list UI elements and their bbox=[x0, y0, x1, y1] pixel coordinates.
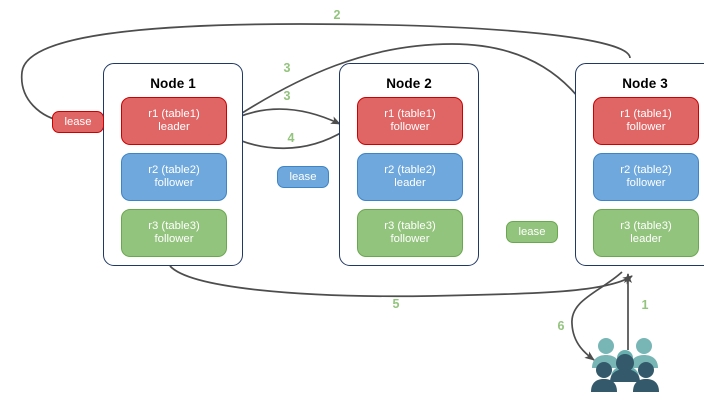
replica-role: follower bbox=[390, 233, 430, 245]
step-label-1: 1 bbox=[641, 298, 649, 312]
replica-r3-node1[interactable]: r3 (table3) follower bbox=[121, 209, 227, 257]
node-title: Node 3 bbox=[622, 76, 668, 91]
replica-r3-node3[interactable]: r3 (table3) leader bbox=[593, 209, 699, 257]
replica-name: r2 (table2) bbox=[384, 163, 436, 176]
replica-name: r1 (table1) bbox=[148, 107, 200, 120]
replica-r2-node1[interactable]: r2 (table2) follower bbox=[121, 153, 227, 201]
replica-role: leader bbox=[394, 177, 426, 189]
replica-r2-node3[interactable]: r2 (table2) follower bbox=[593, 153, 699, 201]
replica-name: r1 (table1) bbox=[620, 107, 672, 120]
step-label-4: 4 bbox=[287, 131, 295, 145]
node-box-node3[interactable]: Node 3 r1 (table1) follower r2 (table2) … bbox=[575, 63, 704, 266]
replica-name: r1 (table1) bbox=[384, 107, 436, 120]
replica-role: leader bbox=[630, 233, 662, 245]
step-label-2: 2 bbox=[333, 8, 341, 22]
people-group-icon bbox=[588, 334, 664, 394]
node-box-node2[interactable]: Node 2 r1 (table1) follower r2 (table2) … bbox=[339, 63, 479, 266]
replica-r1-node2[interactable]: r1 (table1) follower bbox=[357, 97, 463, 145]
replica-r1-node3[interactable]: r1 (table1) follower bbox=[593, 97, 699, 145]
step-label-3-arc: 3 bbox=[283, 89, 291, 103]
lease-badge-table2[interactable]: lease bbox=[277, 166, 329, 188]
node-title: Node 2 bbox=[386, 76, 432, 91]
replica-role: follower bbox=[626, 177, 666, 189]
step-label-3-long: 3 bbox=[283, 61, 291, 75]
replica-r2-node2[interactable]: r2 (table2) leader bbox=[357, 153, 463, 201]
step-label-6: 6 bbox=[557, 319, 565, 333]
lease-badge-table1[interactable]: lease bbox=[52, 111, 104, 133]
replica-name: r3 (table3) bbox=[384, 219, 436, 232]
replica-name: r2 (table2) bbox=[148, 163, 200, 176]
replica-name: r2 (table2) bbox=[620, 163, 672, 176]
replica-role: follower bbox=[390, 121, 430, 133]
node-title: Node 1 bbox=[150, 76, 196, 91]
replica-role: follower bbox=[154, 177, 194, 189]
step-label-5: 5 bbox=[392, 297, 400, 311]
replica-r3-node2[interactable]: r3 (table3) follower bbox=[357, 209, 463, 257]
replica-r1-node1[interactable]: r1 (table1) leader bbox=[121, 97, 227, 145]
replica-role: follower bbox=[626, 121, 666, 133]
arrow-step-5 bbox=[169, 265, 633, 298]
replica-role: leader bbox=[158, 121, 190, 133]
replica-name: r3 (table3) bbox=[620, 219, 672, 232]
replica-role: follower bbox=[154, 233, 194, 245]
node-box-node1[interactable]: Node 1 r1 (table1) leader r2 (table2) fo… bbox=[103, 63, 243, 266]
lease-badge-table3[interactable]: lease bbox=[506, 221, 558, 243]
replica-name: r3 (table3) bbox=[148, 219, 200, 232]
